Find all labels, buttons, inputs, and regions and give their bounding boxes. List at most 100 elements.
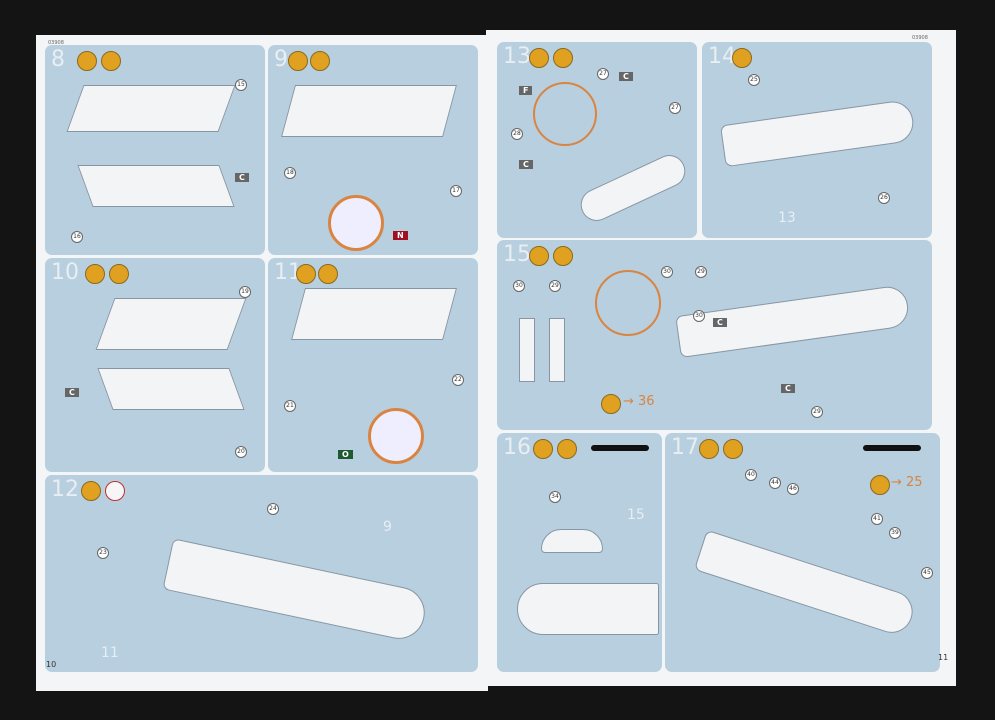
canopy-part bbox=[541, 529, 603, 553]
part-ref: 17 bbox=[450, 185, 462, 197]
part-ref: 25 bbox=[748, 74, 760, 86]
step-number: 9 bbox=[274, 47, 288, 72]
part-ref: 29 bbox=[695, 266, 707, 278]
part-label: 15 bbox=[627, 507, 645, 523]
part-ref: 19 bbox=[239, 286, 251, 298]
detail-callout bbox=[328, 195, 384, 251]
part-ref: 15 bbox=[235, 79, 247, 91]
fuselage bbox=[162, 538, 430, 644]
paint-icon bbox=[77, 51, 97, 71]
part-ref: 26 bbox=[878, 192, 890, 204]
part-label: 13 bbox=[778, 210, 796, 226]
part-label: 9 bbox=[383, 519, 392, 535]
step-9-panel: 9 18 17 N bbox=[268, 45, 478, 255]
part-ref: 45 bbox=[921, 567, 933, 579]
go-to-step: → 36 bbox=[623, 394, 655, 409]
decal-label: F bbox=[519, 86, 533, 95]
step-number: 10 bbox=[51, 260, 79, 285]
flap-part bbox=[549, 318, 565, 382]
fuselage bbox=[720, 98, 916, 168]
glue-icon bbox=[109, 264, 129, 284]
part-ref: 44 bbox=[769, 477, 781, 489]
wing-part bbox=[66, 85, 236, 132]
paint-icon bbox=[296, 264, 316, 284]
paint-icon bbox=[85, 264, 105, 284]
part-ref: 30 bbox=[661, 266, 673, 278]
step-number: 14 bbox=[708, 44, 736, 69]
decal-label: C bbox=[235, 173, 249, 182]
part-ref: 34 bbox=[549, 491, 561, 503]
part-ref: 39 bbox=[889, 527, 901, 539]
part-ref: 18 bbox=[284, 167, 296, 179]
part-ref: 27 bbox=[597, 68, 609, 80]
part-ref: 23 bbox=[97, 547, 109, 559]
decal-label: C bbox=[619, 72, 633, 81]
part-ref: 30 bbox=[693, 310, 705, 322]
clock-icon bbox=[105, 481, 125, 501]
step-10-panel: 10 19 20 C bbox=[45, 258, 265, 472]
decal-label: C bbox=[713, 318, 727, 327]
part-ref: 40 bbox=[745, 469, 757, 481]
glue-icon bbox=[553, 246, 573, 266]
glue-icon bbox=[553, 48, 573, 68]
glue-icon bbox=[310, 51, 330, 71]
wing-part bbox=[97, 368, 245, 410]
aircraft-silhouette bbox=[591, 445, 649, 451]
step-16-panel: 16 34 15 bbox=[497, 433, 662, 672]
part-ref: 28 bbox=[511, 128, 523, 140]
paint-icon bbox=[529, 48, 549, 68]
decal-label: C bbox=[65, 388, 79, 397]
paint-icon bbox=[288, 51, 308, 71]
aircraft-silhouette bbox=[863, 445, 921, 451]
step-13-panel: 13 27 28 27 F C C bbox=[497, 42, 697, 238]
step-number: 16 bbox=[503, 435, 531, 460]
step-number: 17 bbox=[671, 435, 699, 460]
part-ref: 41 bbox=[871, 513, 883, 525]
step-number: 15 bbox=[503, 242, 531, 267]
part-label: 11 bbox=[101, 645, 119, 661]
part-ref: 20 bbox=[235, 446, 247, 458]
step-15-panel: 15 30 29 30 29 30 29 C C → 36 bbox=[497, 240, 932, 430]
kit-code: 03908 bbox=[912, 35, 928, 41]
fuselage bbox=[517, 583, 659, 635]
wing-part bbox=[281, 85, 457, 137]
paint-icon bbox=[529, 246, 549, 266]
glue-icon bbox=[101, 51, 121, 71]
part-ref: 29 bbox=[549, 280, 561, 292]
wing-part bbox=[77, 165, 235, 207]
paint-icon bbox=[723, 439, 743, 459]
detail-callout bbox=[595, 270, 661, 336]
step-14-panel: 14 25 26 13 bbox=[702, 42, 932, 238]
go-to-step-number: 25 bbox=[906, 475, 923, 490]
flap-part bbox=[519, 318, 535, 382]
wing-part bbox=[95, 298, 247, 350]
fuselage bbox=[693, 529, 919, 639]
fuselage bbox=[675, 284, 911, 358]
part-ref: 30 bbox=[513, 280, 525, 292]
detail-callout bbox=[533, 82, 597, 146]
part-ref: 21 bbox=[284, 400, 296, 412]
decal-label: O bbox=[338, 450, 353, 459]
part-ref: 27 bbox=[669, 102, 681, 114]
page-number: 10 bbox=[46, 660, 57, 669]
detail-callout bbox=[368, 408, 424, 464]
go-to-step: → 25 bbox=[891, 475, 923, 490]
step-number: 13 bbox=[503, 44, 531, 69]
page-number: 11 bbox=[938, 653, 949, 662]
next-step-icon bbox=[870, 475, 890, 495]
help-icon bbox=[533, 439, 553, 459]
next-step-icon bbox=[601, 394, 621, 414]
part-ref: 16 bbox=[71, 231, 83, 243]
help-icon bbox=[699, 439, 719, 459]
step-number: 8 bbox=[51, 47, 65, 72]
paint-icon bbox=[732, 48, 752, 68]
decal-label: C bbox=[781, 384, 795, 393]
part-ref: 29 bbox=[811, 406, 823, 418]
go-to-step-number: 36 bbox=[638, 394, 655, 409]
step-number: 12 bbox=[51, 477, 79, 502]
step-11-panel: 11 21 22 O bbox=[268, 258, 478, 472]
decal-label: C bbox=[519, 160, 533, 169]
fuselage bbox=[575, 149, 691, 227]
part-ref: 24 bbox=[267, 503, 279, 515]
step-17-panel: 17 40 44 46 41 39 45 → 25 bbox=[665, 433, 940, 672]
